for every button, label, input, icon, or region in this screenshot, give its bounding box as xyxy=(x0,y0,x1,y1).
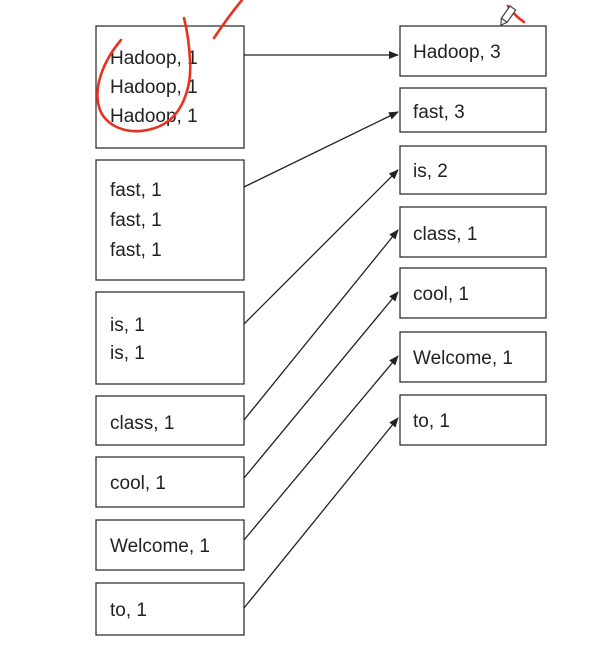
shuffle-item: Hadoop, 1 xyxy=(110,77,198,98)
reduce-label: class, 1 xyxy=(413,224,477,245)
reduce-result-cool[interactable]: cool, 1 xyxy=(399,267,547,319)
reduce-result-hadoop[interactable]: Hadoop, 3 xyxy=(399,25,547,77)
arrow-cool xyxy=(243,291,399,479)
shuffle-item: fast, 1 xyxy=(110,240,162,261)
shuffle-item: class, 1 xyxy=(110,413,174,434)
shuffle-group-welcome[interactable]: Welcome, 1 xyxy=(95,519,245,571)
shuffle-item: fast, 1 xyxy=(110,210,162,231)
arrow-welcome xyxy=(243,355,399,541)
reduce-result-fast[interactable]: fast, 3 xyxy=(399,87,547,133)
shuffle-item: Hadoop, 1 xyxy=(110,48,198,69)
shuffle-item: fast, 1 xyxy=(110,180,162,201)
arrow-to xyxy=(243,417,399,609)
arrow-is xyxy=(243,169,399,325)
shuffle-group-to[interactable]: to, 1 xyxy=(95,582,245,636)
shuffle-item: cool, 1 xyxy=(110,473,166,494)
reduce-label: to, 1 xyxy=(413,411,450,432)
shuffle-item: Welcome, 1 xyxy=(110,536,210,557)
arrow-class xyxy=(243,229,399,421)
arrow-fast xyxy=(243,111,399,188)
reduce-label: cool, 1 xyxy=(413,284,469,305)
pen-cursor-icon xyxy=(500,5,517,27)
shuffle-group-is[interactable]: is, 1 is, 1 xyxy=(95,291,245,385)
reduce-label: Welcome, 1 xyxy=(413,348,513,369)
reduce-label: fast, 3 xyxy=(413,102,465,123)
reduce-result-welcome[interactable]: Welcome, 1 xyxy=(399,331,547,383)
shuffle-group-fast[interactable]: fast, 1 fast, 1 fast, 1 xyxy=(95,159,245,281)
annotation-circle xyxy=(96,16,192,133)
reduce-result-to[interactable]: to, 1 xyxy=(399,394,547,446)
shuffle-item: Hadoop, 1 xyxy=(110,106,198,127)
annotation-stroke xyxy=(212,0,244,40)
reduce-result-is[interactable]: is, 2 xyxy=(399,145,547,195)
shuffle-group-cool[interactable]: cool, 1 xyxy=(95,456,245,508)
reduce-label: is, 2 xyxy=(413,161,448,182)
shuffle-item: to, 1 xyxy=(110,600,147,621)
shuffle-item: is, 1 xyxy=(110,343,145,364)
shuffle-group-class[interactable]: class, 1 xyxy=(95,395,245,446)
shuffle-item: is, 1 xyxy=(110,315,145,336)
reduce-label: Hadoop, 3 xyxy=(413,42,501,63)
reduce-result-class[interactable]: class, 1 xyxy=(399,206,547,258)
